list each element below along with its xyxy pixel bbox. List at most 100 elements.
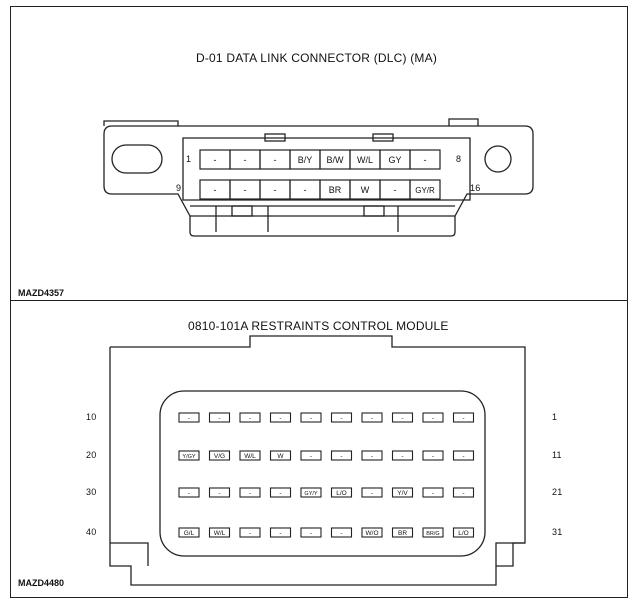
svg-text:-: - [401, 453, 403, 460]
rcm-row4-pin-7: W/O [361, 527, 383, 538]
svg-text:-: - [279, 415, 281, 422]
rcm-row1-right-label: 1 [552, 412, 558, 422]
rcm-row3-pin-1: - [178, 487, 200, 498]
svg-text:-: - [432, 453, 434, 460]
rcm-row1-pin-7: - [361, 412, 383, 423]
dlc-row2-pin-8: GY/R [409, 179, 441, 200]
svg-text:L/O: L/O [458, 530, 468, 537]
svg-text:-: - [340, 530, 342, 537]
dlc-ref-code: MAZD4357 [18, 288, 65, 298]
svg-text:GY: GY [388, 155, 401, 165]
svg-text:-: - [244, 155, 247, 165]
rcm-row4-pin-6: - [330, 527, 353, 538]
svg-text:-: - [371, 415, 373, 422]
rcm-pin-field: - - - - - - - - - - Y/GY V/G W/L W - - - - - - - - - - GY/Y L/O - Y… [178, 412, 475, 538]
rcm-row3-pin-5: GY/Y [300, 487, 322, 498]
svg-text:G/L: G/L [184, 530, 195, 537]
rcm-row3-right-label: 21 [552, 487, 563, 497]
rcm-row4-pin-10: L/O [452, 527, 475, 538]
rcm-row3-pin-8: Y/V [391, 487, 414, 498]
dlc-title: D-01 DATA LINK CONNECTOR (DLC) (MA) [196, 51, 438, 65]
svg-text:-: - [249, 490, 251, 497]
svg-text:W/L: W/L [214, 530, 226, 537]
rcm-row3-pin-7: - [361, 487, 383, 498]
svg-text:-: - [340, 415, 342, 422]
svg-text:-: - [249, 415, 251, 422]
rcm-row2-pin-1: Y/GY [178, 450, 200, 461]
rcm-row1-pin-9: - [422, 412, 444, 423]
rcm-row1-pin-4: - [269, 412, 292, 423]
svg-text:-: - [371, 490, 373, 497]
svg-text:-: - [214, 185, 217, 195]
rcm-row2-pin-9: - [422, 450, 444, 461]
rcm-ref-code: MAZD4480 [18, 578, 65, 588]
rcm-row4-pin-1: G/L [178, 527, 200, 538]
svg-text:GY/R: GY/R [415, 186, 435, 195]
rcm-row2-pin-6: - [330, 450, 353, 461]
svg-text:-: - [279, 490, 281, 497]
rcm-row1-pin-1: - [178, 412, 200, 423]
svg-text:W/O: W/O [366, 530, 379, 537]
rcm-row1-pin-2: - [208, 412, 231, 423]
rcm-row4-pin-4: - [269, 527, 292, 538]
svg-text:-: - [304, 185, 307, 195]
svg-text:-: - [310, 453, 312, 460]
dlc-row1-pin-8: - [409, 149, 441, 170]
rcm-title: 0810-101A RESTRAINTS CONTROL MODULE [188, 319, 449, 333]
svg-text:W/L: W/L [244, 453, 256, 460]
svg-text:BR/G: BR/G [426, 531, 439, 537]
svg-text:Y/GY: Y/GY [182, 454, 195, 460]
svg-text:B/W: B/W [327, 155, 345, 165]
rcm-row4-pin-9: BR/G [422, 527, 444, 538]
rcm-row4-pin-8: BR [391, 527, 414, 538]
svg-text:-: - [310, 530, 312, 537]
dlc-pin-label-1: 1 [186, 154, 192, 164]
rcm-row4-pin-3: - [239, 527, 261, 538]
rcm-row1-pin-10: - [452, 412, 475, 423]
svg-text:-: - [218, 415, 220, 422]
svg-text:-: - [188, 490, 190, 497]
rcm-row4-right-label: 31 [552, 527, 563, 537]
rcm-row3-pin-3: - [239, 487, 261, 498]
diagram-frame [10, 6, 628, 598]
rcm-row3-pin-9: - [422, 487, 444, 498]
svg-text:-: - [462, 490, 464, 497]
panel-divider [10, 300, 628, 301]
svg-text:-: - [214, 155, 217, 165]
svg-text:-: - [279, 530, 281, 537]
svg-text:GY/Y: GY/Y [304, 491, 317, 497]
svg-text:-: - [274, 185, 277, 195]
svg-text:-: - [249, 530, 251, 537]
svg-text:-: - [432, 415, 434, 422]
dlc-pin-label-8: 8 [456, 154, 462, 164]
rcm-row2-pin-2: V/G [208, 450, 231, 461]
rcm-row2-pin-5: - [300, 450, 322, 461]
svg-text:-: - [218, 490, 220, 497]
svg-text:L/O: L/O [336, 490, 346, 497]
rcm-row4-pin-5: - [300, 527, 322, 538]
rcm-row2-left-label: 20 [86, 450, 97, 460]
rcm-row1-pin-3: - [239, 412, 261, 423]
rcm-row3-left-label: 30 [86, 487, 97, 497]
svg-text:W: W [277, 453, 284, 460]
svg-text:BR: BR [329, 185, 342, 195]
rcm-row3-pin-6: L/O [330, 487, 353, 498]
rcm-row3-pin-10: - [452, 487, 475, 498]
svg-text:-: - [274, 155, 277, 165]
rcm-row3-pin-2: - [208, 487, 231, 498]
rcm-row2-pin-3: W/L [239, 450, 261, 461]
rcm-row1-left-label: 10 [86, 412, 97, 422]
rcm-row2-pin-8: - [391, 450, 414, 461]
svg-text:-: - [244, 185, 247, 195]
svg-text:-: - [424, 155, 427, 165]
rcm-row4-left-label: 40 [86, 527, 97, 537]
rcm-row1-pin-5: - [300, 412, 322, 423]
rcm-row2-pin-10: - [452, 450, 475, 461]
svg-text:-: - [432, 490, 434, 497]
rcm-row1-pin-8: - [391, 412, 414, 423]
dlc-pin-label-16: 16 [470, 183, 481, 193]
rcm-row1-pin-6: - [330, 412, 353, 423]
